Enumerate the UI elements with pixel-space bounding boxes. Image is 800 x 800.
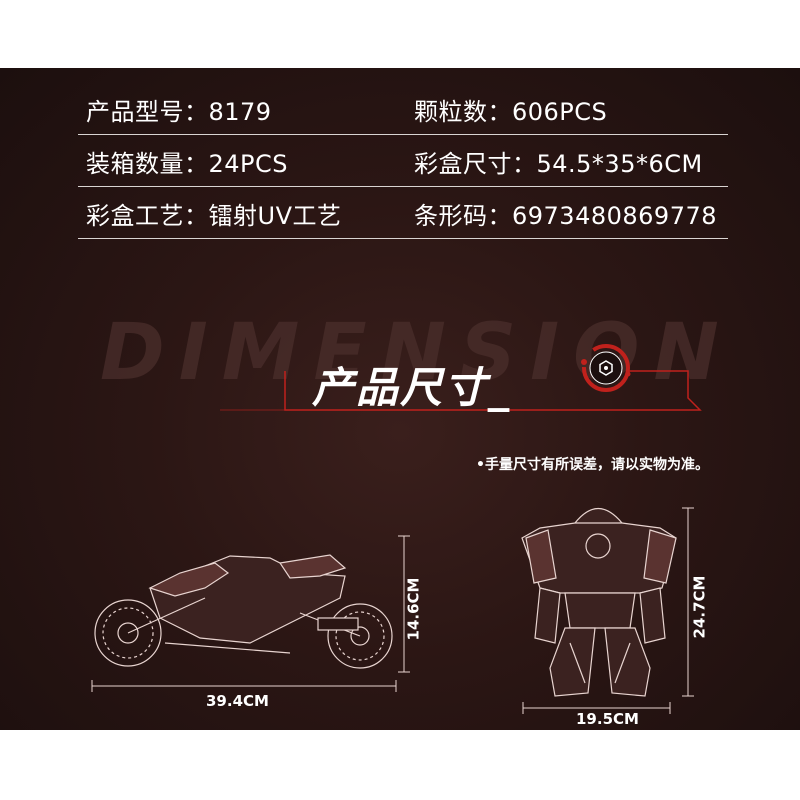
barcode: 条形码：6973480869778 bbox=[414, 202, 718, 230]
box-craft: 彩盒工艺：镭射UV工艺 bbox=[86, 202, 342, 230]
spec-row-3: 彩盒工艺：镭射UV工艺 条形码：6973480869778 bbox=[78, 186, 728, 239]
product-info-panel: 产品型号：8179 颗粒数：606PCS 装箱数量：24PCS 彩盒尺寸：54.… bbox=[0, 68, 800, 730]
robot-height-label: 24.7CM bbox=[690, 575, 709, 639]
box-size: 彩盒尺寸：54.5*35*6CM bbox=[414, 150, 703, 178]
robot-illustration bbox=[521, 508, 677, 697]
spec-row-1: 产品型号：8179 颗粒数：606PCS bbox=[78, 82, 728, 135]
gear-badge-icon bbox=[581, 344, 631, 392]
section-header-decoration bbox=[220, 344, 702, 411]
dimension-watermark: DIMENSION bbox=[100, 308, 733, 398]
spec-row-2: 装箱数量：24PCS 彩盒尺寸：54.5*35*6CM bbox=[78, 134, 728, 187]
motorcycle-length-label: 39.4CM bbox=[206, 692, 269, 710]
section-title: 产品尺寸_ bbox=[312, 363, 512, 412]
product-illustrations bbox=[91, 507, 694, 714]
model-number: 产品型号：8179 bbox=[86, 98, 272, 126]
motorcycle-illustration bbox=[94, 554, 393, 669]
motorcycle-dimension-lines bbox=[91, 535, 410, 692]
motorcycle-height-label: 14.6CM bbox=[404, 577, 423, 641]
robot-dimension-lines bbox=[522, 507, 694, 714]
header-frame-line bbox=[284, 370, 702, 411]
measurement-note: •手量尺寸有所误差，请以实物为准。 bbox=[476, 457, 709, 473]
carton-quantity: 装箱数量：24PCS bbox=[86, 150, 289, 178]
piece-count: 颗粒数：606PCS bbox=[414, 98, 608, 126]
robot-width-label: 19.5CM bbox=[576, 710, 639, 728]
